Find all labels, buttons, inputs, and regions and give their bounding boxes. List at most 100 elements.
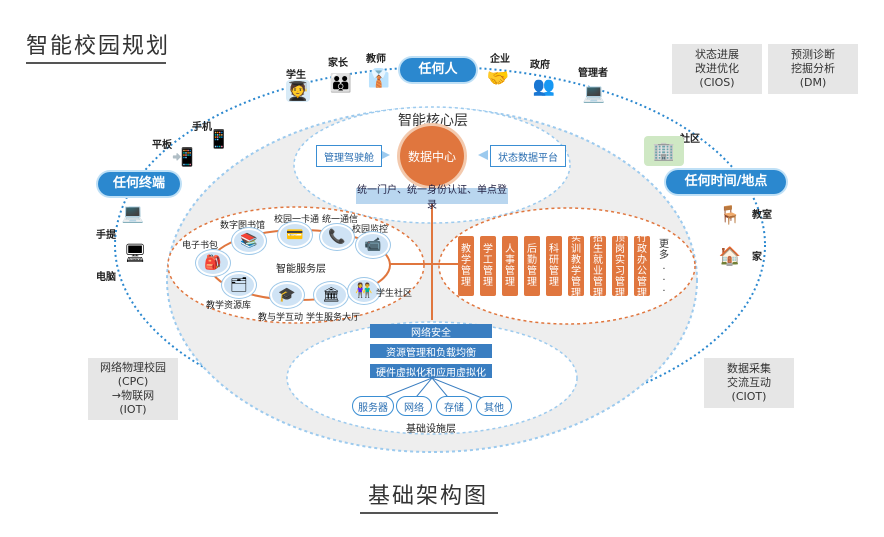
dm-line: 预测诊断	[791, 48, 835, 61]
infra-band: 硬件虚拟化和应用虚拟化	[370, 364, 492, 379]
mgmt-char: 管	[549, 266, 559, 277]
service-layer-title: 智能服务层	[276, 264, 326, 275]
cios-line: 状态进展	[695, 48, 739, 61]
mgmt-item: 教学管理	[458, 236, 474, 296]
infra-band: 网络安全	[370, 324, 492, 339]
service-campus-card: 校园一卡通	[274, 215, 320, 225]
mgmt-char: 学	[461, 255, 471, 266]
mgmt-char: 业	[593, 266, 603, 277]
mgmt-char: 教	[461, 244, 471, 255]
mgmt-char: 就	[593, 255, 603, 266]
service-unified-comm: 统一通信	[322, 215, 359, 225]
teach-learn-icon: 🎓	[270, 282, 304, 308]
any-time-place-pill: 任何时间/地点	[666, 170, 786, 194]
mgmt-char: 实	[615, 255, 625, 266]
mgmt-char: 事	[505, 255, 515, 266]
cpc-line: (CPC)	[117, 375, 149, 388]
mgmt-char: 理	[483, 277, 493, 288]
mgmt-char: 管	[571, 277, 581, 288]
terminal-tablet-label: 平板	[152, 140, 172, 151]
arrow-left	[380, 150, 390, 160]
mgmt-char: 公	[637, 266, 647, 277]
student-community-icon: 👫	[348, 278, 380, 304]
student-hall-icon: 🏛	[314, 282, 348, 308]
infra-node-storage: 存储	[436, 396, 472, 416]
mgmt-char: 政	[637, 244, 647, 255]
mgmt-char: 人	[505, 244, 515, 255]
unified-comm-icon: 📞	[320, 224, 354, 250]
arrow-right	[478, 150, 488, 160]
mgmt-char: 招	[593, 233, 603, 244]
teaching-resources-icon: 🗂	[222, 272, 256, 298]
dm-box: 预测诊断 挖掘分析 (DM)	[768, 44, 858, 94]
tablet-icon: 📲	[171, 146, 195, 168]
status-platform-box: 状态数据平台	[490, 145, 566, 167]
mgmt-char: 行	[637, 233, 647, 244]
management-list: 教学管理 学工管理 人事管理 后勤管理 科研管理 实训教学管理 招生就业管理 顶…	[458, 233, 672, 299]
mgmt-char: 理	[549, 277, 559, 288]
mgmt-char: .	[662, 260, 666, 272]
student-icon: 🧑‍🎓	[286, 80, 310, 102]
ciot-box: 数据采集 交流互动 (CIOT)	[704, 358, 794, 408]
teacher-icon: 👔	[367, 67, 391, 89]
mgmt-char: 理	[571, 288, 581, 299]
mgmt-char: 后	[527, 244, 537, 255]
mgmt-char: 岗	[615, 244, 625, 255]
terminal-laptop-label: 手提	[96, 230, 116, 241]
mgmt-char: 管	[505, 266, 515, 277]
mgmt-char: 更	[659, 238, 669, 250]
actor-parent-label: 家长	[328, 58, 348, 69]
mgmt-char: 习	[615, 266, 625, 277]
infra-node-other: 其他	[476, 396, 512, 416]
mgmt-char: 管	[637, 277, 647, 288]
mgmt-char: 训	[571, 244, 581, 255]
digital-library-icon: 📚	[232, 228, 266, 254]
infra-layer-title: 基础设施层	[406, 424, 456, 435]
e-schoolbag-icon: 🎒	[196, 250, 230, 276]
mgmt-char: 管	[527, 266, 537, 277]
mgmt-char: 生	[593, 244, 603, 255]
classroom-icon: 🪑	[718, 204, 742, 226]
ciot-line: (CIOT)	[731, 390, 767, 403]
manager-icon: 💻	[582, 82, 606, 104]
mgmt-more: 更多...	[656, 236, 672, 296]
mgmt-item: 顶岗实习管理	[612, 233, 628, 299]
cios-line: 改进优化	[695, 62, 739, 75]
mgmt-char: 学	[571, 266, 581, 277]
mgmt-char: .	[662, 271, 666, 283]
actor-classroom-label: 教室	[752, 210, 772, 221]
mobile-icon: 📱	[207, 128, 231, 150]
service-student-hall: 学生服务大厅	[306, 313, 361, 323]
terminal-mobile-label: 手机	[192, 122, 212, 133]
mgmt-char: 实	[571, 233, 581, 244]
ciot-line: 交流互动	[727, 376, 771, 389]
service-campus-monitor: 校园监控	[352, 225, 389, 235]
service-teaching-resources: 教学资源库	[206, 301, 252, 311]
mgmt-item: 学工管理	[480, 236, 496, 296]
cpc-line: →物联网	[111, 389, 155, 402]
campus-monitor-icon: 📹	[356, 232, 390, 258]
cockpit-box: 管理驾驶舱	[316, 145, 382, 167]
bottom-title: 基础架构图	[368, 484, 489, 509]
service-student-community: 学生社区	[376, 289, 413, 299]
mgmt-item: 科研管理	[546, 236, 562, 296]
actor-student-label: 学生	[286, 70, 306, 81]
portal-band: 统一门户、统一身份认证、单点登录	[356, 185, 508, 211]
anyone-pill: 任何人	[400, 58, 476, 82]
service-teach-learn: 教与学互动	[258, 313, 304, 323]
mgmt-char: 管	[615, 277, 625, 288]
community-icon: 🏢	[644, 136, 684, 166]
mgmt-char: 顶	[615, 233, 625, 244]
government-icon: 👥	[532, 75, 556, 97]
mgmt-char: 办	[637, 255, 647, 266]
mgmt-item: 后勤管理	[524, 236, 540, 296]
cpc-line: (IOT)	[119, 403, 147, 416]
mgmt-char: 勤	[527, 255, 537, 266]
campus-card-icon: 💳	[278, 222, 312, 248]
laptop-icon: 💻	[121, 202, 145, 224]
infra-node-server: 服务器	[352, 396, 394, 416]
page-title: 智能校园规划	[26, 34, 171, 59]
mgmt-item: 行政办公管理	[634, 233, 650, 299]
mgmt-char: .	[662, 282, 666, 294]
mgmt-char: 教	[571, 255, 581, 266]
